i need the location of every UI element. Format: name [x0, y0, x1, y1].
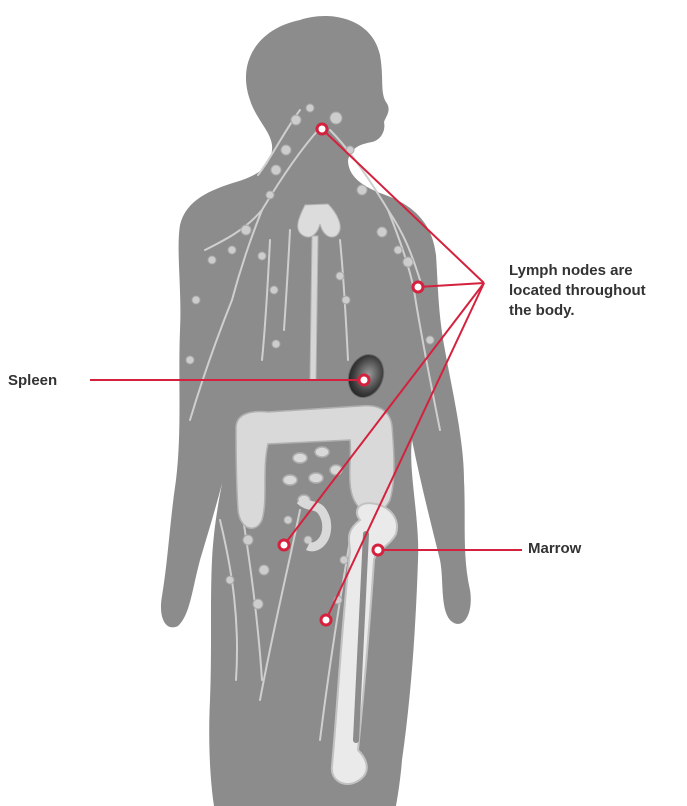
thigh-node-marker [321, 615, 331, 625]
groin-node-marker [279, 540, 289, 550]
lymph-nodes-label-line-3: the body. [509, 301, 687, 321]
lymph-nodes-label-line-1: Lymph nodes are [509, 261, 687, 281]
spleen-marker [359, 375, 369, 385]
lymph-nodes-label: Lymph nodes are located throughout the b… [509, 261, 687, 321]
marrow-label: Marrow [528, 539, 581, 559]
lymph-nodes-label-line-2: located throughout [509, 281, 687, 301]
marrow-marker [373, 545, 383, 555]
arm-node-marker [413, 282, 423, 292]
spleen-label: Spleen [8, 371, 57, 391]
neck-node-marker [317, 124, 327, 134]
